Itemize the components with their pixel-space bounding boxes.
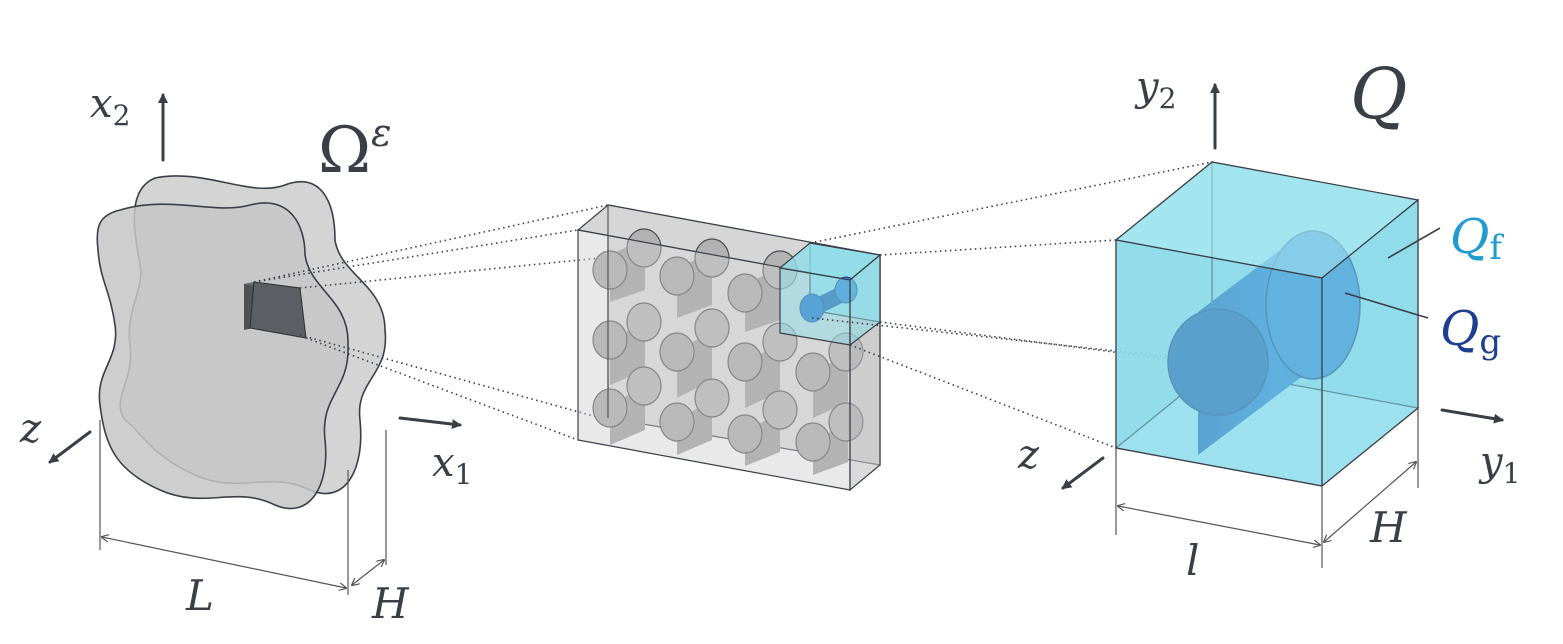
H-label-right: H	[1369, 503, 1408, 552]
z-axis-arrow-left	[48, 430, 92, 464]
l-dimension	[1118, 506, 1320, 545]
y1-axis-arrow	[1440, 408, 1504, 424]
Q-label: Q	[1350, 53, 1407, 135]
z-label-right: z	[1017, 432, 1040, 478]
omega-label: Ωε	[318, 111, 391, 188]
fiber-inclusions	[592, 228, 864, 475]
L-label: L	[185, 571, 214, 620]
highlighted-unit-cell	[778, 242, 882, 347]
x2-label: x2	[90, 81, 130, 132]
L-dimension	[102, 537, 346, 588]
unit-cell-Q	[1114, 160, 1441, 568]
H-dimension-left	[352, 560, 384, 585]
H-label-left: H	[371, 579, 410, 628]
projection-lines-left	[253, 204, 781, 441]
H-dimension-right	[1324, 462, 1416, 542]
periodic-block	[576, 204, 882, 492]
domain-omega	[96, 175, 387, 595]
Qg-label: Qg	[1440, 301, 1501, 362]
l-label: l	[1186, 536, 1199, 585]
domain-front-face	[96, 202, 349, 510]
y2-label: y2	[1134, 64, 1176, 115]
x1-axis-arrow	[398, 416, 462, 430]
z-axis-arrow-right	[1061, 456, 1105, 490]
y1-label: y1	[1478, 439, 1520, 490]
x1-label: x1	[432, 440, 472, 491]
cube-front-face	[1115, 239, 1323, 487]
Qf-label: Qf	[1450, 209, 1504, 268]
z-label-left: z	[19, 406, 42, 452]
sample-box-front	[249, 281, 307, 339]
